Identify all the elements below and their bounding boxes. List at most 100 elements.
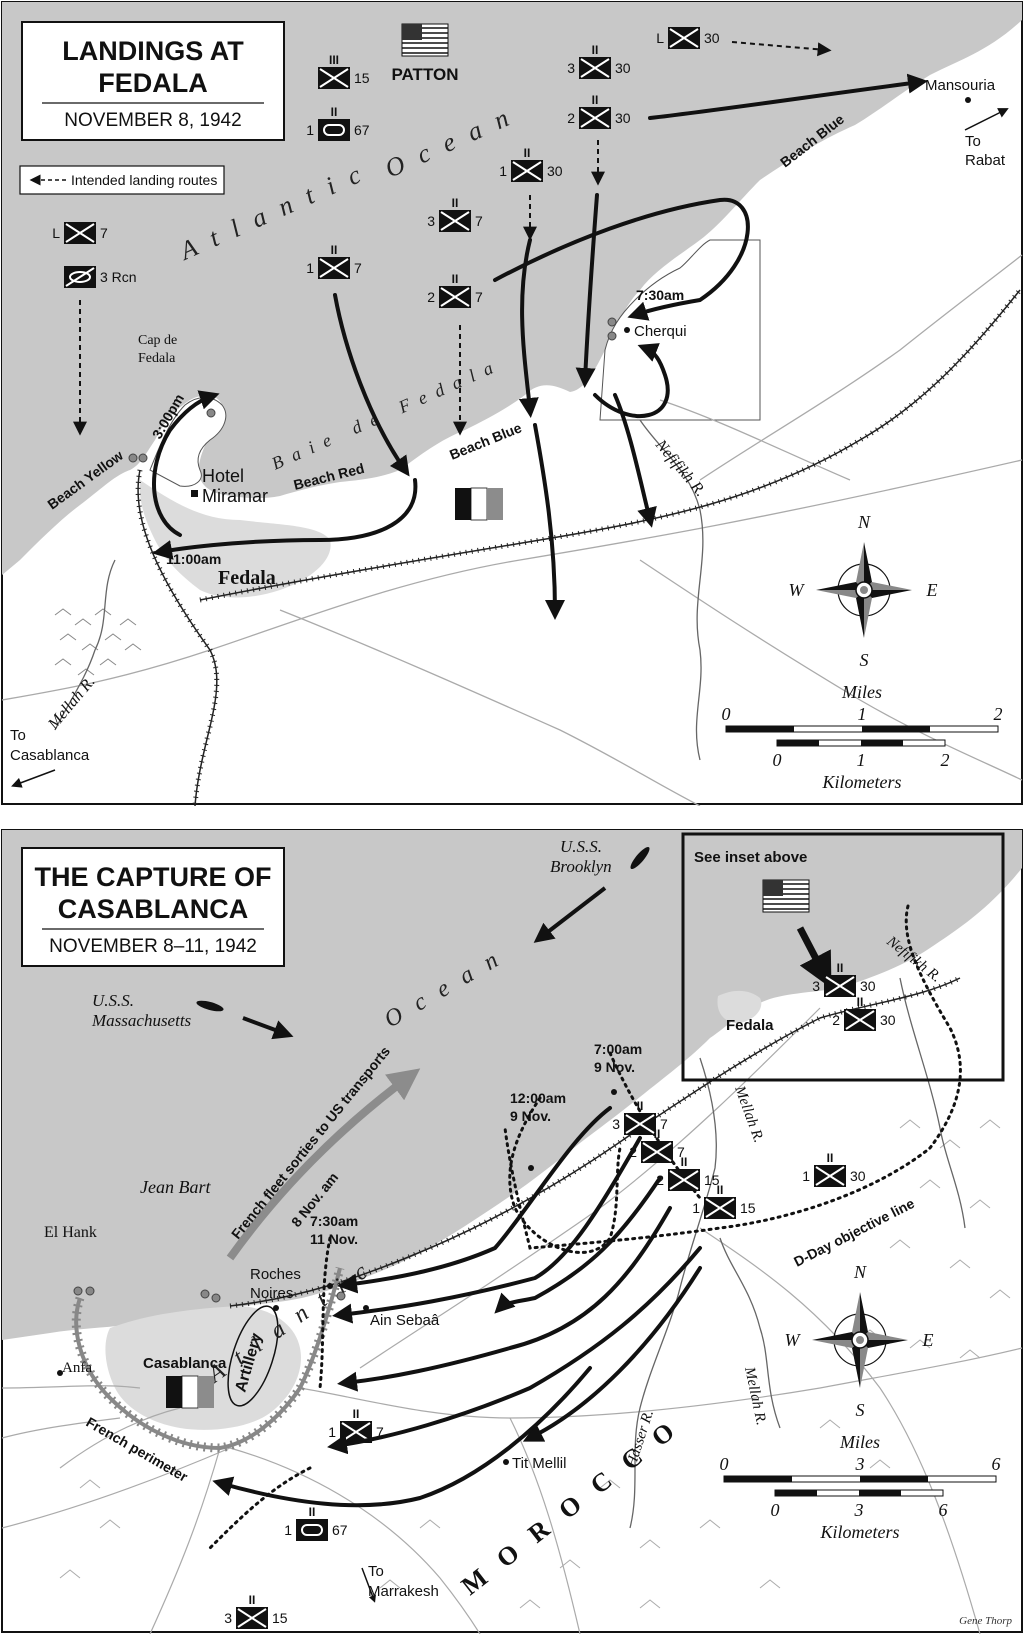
place-cherqui: Cherqui: [634, 323, 687, 340]
scale-km-tick-1: 1: [857, 750, 866, 770]
map-date: NOVEMBER 8, 1942: [64, 110, 241, 131]
unit-prefix: 3: [812, 978, 820, 994]
unit-symbol-bottom-0: II 3 30: [812, 961, 876, 997]
time-label-3: 7:30am: [636, 287, 684, 303]
place-mansouria: Mansouria: [925, 77, 996, 94]
scale-miles-tick-2: 2: [994, 704, 1003, 724]
ship-mass-line2: Massachusetts: [91, 1011, 192, 1030]
title-box-bottom: THE CAPTURE OF CASABLANCA NOVEMBER 8–11,…: [21, 847, 285, 967]
unit-symbol-top-0: III 15: [318, 53, 370, 89]
place-hotel-line1: Hotel: [202, 466, 244, 486]
artillery-zone: [227, 1305, 279, 1407]
unit-number: 7: [475, 289, 483, 305]
unit-number: 7: [475, 213, 483, 229]
unit-prefix: 1: [306, 122, 314, 138]
railway-ties: [135, 469, 220, 806]
french-flag-icon: [166, 1375, 214, 1409]
movement-arrows-top: [152, 73, 928, 620]
commander-label: PATTON: [391, 65, 458, 84]
place-hotel-line2: Miramar: [202, 486, 268, 506]
compass-e: E: [926, 580, 938, 600]
unit-number: 30: [860, 978, 876, 994]
unit-echelon: II: [524, 146, 531, 160]
unit-number: 30: [547, 163, 563, 179]
scale-miles-tick-2: 6: [992, 1454, 1001, 1474]
unit-number: 15: [704, 1172, 720, 1188]
unit-prefix: 2: [832, 1012, 840, 1028]
place-roches-line2: Noires: [250, 1285, 293, 1302]
dday-objective-line: [503, 904, 962, 1250]
place-jean-bart: Jean Bart: [140, 1177, 211, 1197]
scale-miles-label: Miles: [841, 682, 882, 702]
intended-routes-top: [73, 41, 832, 436]
map-title-line1: THE CAPTURE OF: [34, 862, 271, 892]
brooklyn-arrow: [533, 886, 607, 943]
cap-de-fedala: [149, 397, 227, 487]
cherqui-marker: [624, 327, 630, 333]
map-title-line2: CASABLANCA: [58, 894, 249, 924]
unit-number: 15: [740, 1200, 756, 1216]
unit-echelon: II: [592, 93, 599, 107]
unit-prefix: 3: [427, 213, 435, 229]
unit-echelon: II: [827, 1151, 834, 1165]
unit-symbol-top-5: II 3 7: [427, 196, 483, 232]
unit-echelon: II: [331, 243, 338, 257]
unit-echelon: II: [837, 961, 844, 975]
time-1-line1: 7:00am: [594, 1041, 642, 1057]
ship-brooklyn-icon: [630, 846, 650, 870]
place-markers-bottom: [57, 1089, 617, 1465]
unit-echelon: II: [717, 1183, 724, 1197]
to-rabat-line1: To: [965, 133, 981, 150]
hotel-marker: [191, 490, 198, 497]
unit-prefix: 3: [567, 60, 575, 76]
route-1-7-to-beach-red: [333, 293, 410, 477]
time-label-2: 11:00am: [166, 551, 221, 567]
scale-km-tick-1: 3: [854, 1500, 864, 1520]
unit-number: 7: [100, 225, 108, 241]
compass-s: S: [856, 1400, 865, 1420]
scale-miles-label: Miles: [839, 1432, 880, 1452]
unit-number: 30: [880, 1012, 896, 1028]
mansouria-marker: [965, 97, 971, 103]
compass-rose-top: N S E W: [789, 512, 938, 670]
unit-echelon: II: [637, 1099, 644, 1113]
to-marrakesh-arrow: [361, 1567, 376, 1603]
unit-echelon: III: [329, 53, 339, 67]
map-top-canvas: LANDINGS AT FEDALA NOVEMBER 8, 1942 Inte…: [1, 1, 1023, 806]
to-rabat-line2: Rabat: [965, 152, 1006, 169]
french-flag-icon: [455, 487, 503, 521]
scale-km-tick-0: 0: [771, 1500, 780, 1520]
ship-brooklyn-line2: Brooklyn: [550, 857, 612, 876]
unit-echelon: II: [452, 196, 459, 210]
place-anfa: Anfa: [62, 1360, 92, 1376]
unit-number: 15: [354, 70, 370, 86]
unit-prefix: 1: [328, 1424, 336, 1440]
route-to-cap-fedala: [152, 390, 220, 537]
time-3-line1: 7:30am: [310, 1213, 358, 1229]
map-bottom-canvas: See inset above THE CAPTURE OF CASABLANC…: [1, 829, 1023, 1634]
to-marrakesh-line2: Marrakesh: [368, 1583, 439, 1600]
route-south-2: [613, 393, 657, 528]
map-capture-of-casablanca: See inset above THE CAPTURE OF CASABLANC…: [0, 828, 1024, 1634]
scale-km-label: Kilometers: [822, 772, 902, 792]
compass-rose-bottom: N S E W: [785, 1262, 934, 1420]
unit-echelon: II: [654, 1127, 661, 1141]
time-2-line2: 9 Nov.: [510, 1108, 551, 1124]
us-flag-icon: [401, 23, 449, 57]
unit-number: 67: [332, 1522, 348, 1538]
place-ain-sebaa: Ain Sebaâ: [370, 1312, 440, 1329]
route-3-30: [575, 193, 599, 388]
rivers: [54, 419, 704, 761]
